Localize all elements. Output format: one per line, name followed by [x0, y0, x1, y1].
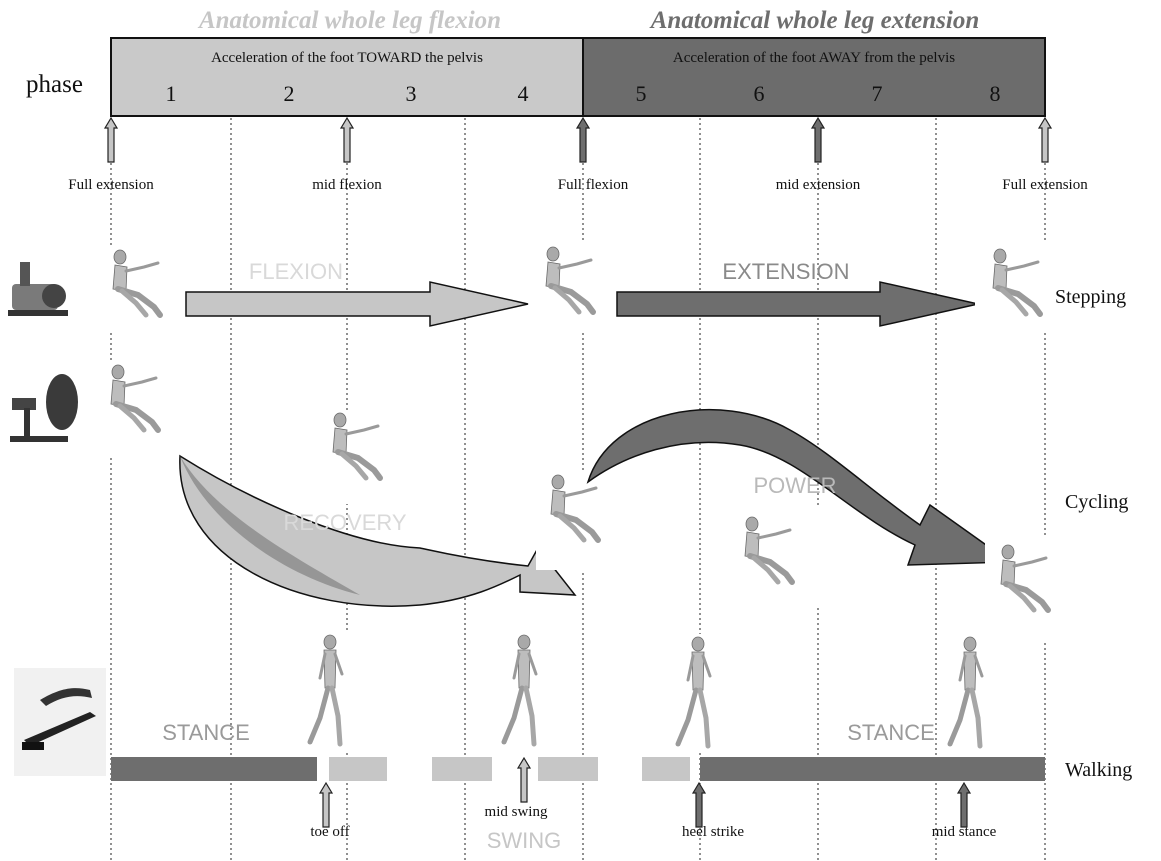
cycling-figure-panel-5	[985, 538, 1077, 642]
extension-header: Anatomical whole leg extension	[649, 7, 980, 34]
walking-label: Walking	[1065, 759, 1132, 781]
phase-number-7: 7	[872, 81, 883, 106]
stepping-extension-arrow	[616, 281, 979, 327]
treadmill-icon	[14, 668, 106, 776]
stance-bar-left	[111, 757, 317, 781]
mid-flexion-label: mid flexion	[312, 177, 382, 193]
swing-bar-1	[329, 757, 387, 781]
cycling-label: Cycling	[1065, 491, 1128, 513]
cycling-row: RECOVERY POWER Cycling	[10, 362, 1128, 642]
stepping-row: FLEXION EXTENSION Stepping	[8, 240, 1126, 332]
heel-strike-arrow-icon	[692, 782, 706, 828]
toward-segment	[110, 37, 584, 117]
stance-left-label: STANCE	[162, 720, 250, 745]
stance-right-label: STANCE	[847, 720, 935, 745]
full-flexion-label: Full flexion	[558, 177, 629, 193]
away-caption: Acceleration of the foot AWAY from the p…	[673, 50, 955, 66]
walking-figure-panel-3	[660, 634, 720, 752]
mid-swing-label: mid swing	[485, 804, 548, 820]
stepper-machine-icon	[8, 262, 68, 316]
stepping-figure-panel-3	[975, 240, 1065, 332]
phase-label: phase	[26, 71, 83, 98]
stepping-figure-panel-1	[94, 248, 186, 330]
walking-row: STANCE STANCE toe off mid swing heel str…	[14, 630, 1132, 853]
swing-bar-4	[642, 757, 690, 781]
full-extension-right-label: Full extension	[1002, 177, 1088, 193]
phase-bar: phase Acceleration of the foot TOWARD th…	[26, 37, 1046, 117]
cycling-power-arrow	[586, 408, 1013, 566]
mid-extension-arrow-icon	[811, 117, 825, 163]
stepping-figure-panel-2	[530, 240, 616, 332]
heel-strike-label: heel strike	[682, 824, 744, 840]
bike-machine-icon	[10, 374, 78, 442]
stepping-label: Stepping	[1055, 286, 1126, 308]
cycling-power-label: POWER	[753, 473, 836, 498]
phase-number-2: 2	[284, 81, 295, 106]
flexion-header: Anatomical whole leg flexion	[197, 7, 501, 34]
phase-number-8: 8	[990, 81, 1001, 106]
full-extension-left-arrow-icon	[104, 117, 118, 163]
swing-bar-2	[432, 757, 492, 781]
phase-number-3: 3	[406, 81, 417, 106]
mid-stance-label: mid stance	[932, 824, 997, 840]
full-extension-right-arrow-icon	[1038, 117, 1052, 163]
stepping-flexion-arrow	[185, 281, 529, 327]
mid-extension-label: mid extension	[776, 177, 861, 193]
stepping-extension-label: EXTENSION	[722, 259, 849, 284]
cycling-recovery-arrow	[179, 454, 577, 607]
stance-bar-right	[700, 757, 1045, 781]
full-flexion-arrow-icon	[576, 117, 590, 163]
swing-label: SWING	[487, 828, 562, 853]
phase-number-6: 6	[754, 81, 765, 106]
toward-caption: Acceleration of the foot TOWARD the pelv…	[211, 50, 483, 66]
phase-marker-arrows	[104, 117, 1052, 163]
away-segment	[582, 37, 1046, 117]
stepping-flexion-label: FLEXION	[249, 259, 343, 284]
phase-number-5: 5	[636, 81, 647, 106]
toe-off-label: toe off	[310, 824, 349, 840]
mid-swing-arrow-icon	[517, 757, 531, 803]
mid-flexion-arrow-icon	[340, 117, 354, 163]
toe-off-arrow-icon	[319, 782, 333, 828]
mid-stance-arrow-icon	[957, 782, 971, 828]
phase-number-4: 4	[518, 81, 529, 106]
full-extension-left-label: Full extension	[68, 177, 154, 193]
phase-number-1: 1	[166, 81, 177, 106]
cycling-figure-panel-4	[730, 508, 824, 608]
swing-bar-3	[538, 757, 598, 781]
cycling-recovery-label: RECOVERY	[283, 510, 406, 535]
